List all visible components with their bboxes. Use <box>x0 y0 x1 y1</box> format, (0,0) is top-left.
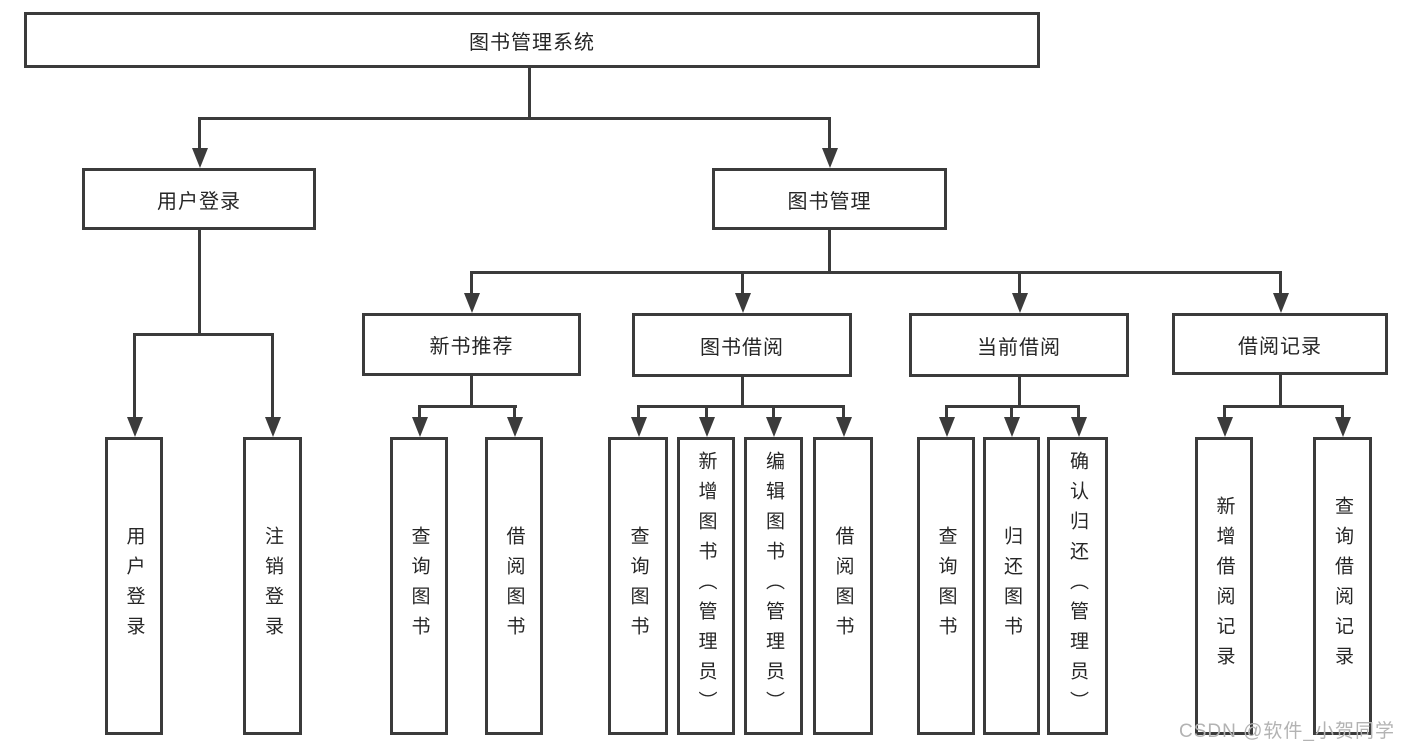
node-book-borrowing: 图书借阅 <box>632 313 852 377</box>
arrow-down-icon <box>1018 271 1021 293</box>
leaf-label: 用户登录 <box>123 526 145 646</box>
connector-line <box>198 230 201 335</box>
leaf-label: 查询图书 <box>627 526 649 646</box>
leaf-return-books: 归还图书 <box>983 437 1040 735</box>
arrow-down-icon <box>705 405 708 417</box>
connector-line <box>741 377 744 408</box>
connector-line <box>470 271 1281 274</box>
arrow-down-icon <box>513 405 516 417</box>
leaf-label: 查询图书 <box>408 526 430 646</box>
leaf-label: 确认归还（管理员） <box>1067 451 1088 721</box>
arrow-down-icon <box>1279 271 1282 293</box>
leaf-label: 借阅图书 <box>503 526 525 646</box>
connector-line <box>470 376 473 408</box>
connector-line <box>1279 375 1282 408</box>
arrow-down-icon <box>741 271 744 293</box>
leaf-label: 新增借阅记录 <box>1213 496 1235 676</box>
arrow-down-icon <box>418 405 421 417</box>
arrow-down-icon <box>637 405 640 417</box>
watermark: CSDN @软件_小贺同学 <box>1179 721 1395 742</box>
arrow-down-icon <box>470 271 473 293</box>
connector-line <box>133 333 274 336</box>
node-user-login: 用户登录 <box>82 168 316 230</box>
leaf-borrow-books: 借阅图书 <box>813 437 873 735</box>
arrow-down-icon <box>945 405 948 417</box>
leaf-label: 查询借阅记录 <box>1332 496 1353 676</box>
leaf-label: 注销登录 <box>262 526 283 646</box>
connector-line <box>198 117 831 120</box>
connector-line <box>1018 377 1021 408</box>
connector-line <box>528 68 531 118</box>
leaf-label: 归还图书 <box>1001 526 1022 646</box>
leaf-borrow-books: 借阅图书 <box>485 437 543 735</box>
arrow-down-icon <box>1077 405 1080 417</box>
leaf-edit-book-admin: 编辑图书（管理员） <box>744 437 803 735</box>
leaf-add-book-admin: 新增图书（管理员） <box>677 437 735 735</box>
arrow-down-icon <box>1341 405 1344 417</box>
arrow-down-icon <box>271 333 274 417</box>
leaf-label: 编辑图书（管理员） <box>763 451 784 721</box>
leaf-label: 借阅图书 <box>832 526 854 646</box>
leaf-query-books: 查询图书 <box>390 437 448 735</box>
connector-line <box>1223 405 1344 408</box>
node-book-management: 图书管理 <box>712 168 947 230</box>
leaf-label: 新增图书（管理员） <box>695 451 717 721</box>
arrow-down-icon <box>1223 405 1226 417</box>
node-new-book-recommendation: 新书推荐 <box>362 313 581 376</box>
leaf-logout: 注销登录 <box>243 437 302 735</box>
connector-line <box>637 405 845 408</box>
leaf-query-borrow-record: 查询借阅记录 <box>1313 437 1372 735</box>
node-root: 图书管理系统 <box>24 12 1040 68</box>
arrow-down-icon <box>133 333 136 417</box>
leaf-add-borrow-record: 新增借阅记录 <box>1195 437 1253 735</box>
leaf-query-books: 查询图书 <box>917 437 975 735</box>
connector-line <box>418 405 517 408</box>
node-borrowing-records: 借阅记录 <box>1172 313 1388 375</box>
connector-line <box>828 230 831 274</box>
leaf-query-books: 查询图书 <box>608 437 668 735</box>
arrow-down-icon <box>828 117 831 148</box>
leaf-confirm-return-admin: 确认归还（管理员） <box>1047 437 1108 735</box>
leaf-label: 查询图书 <box>935 526 957 646</box>
arrow-down-icon <box>1010 405 1013 417</box>
arrow-down-icon <box>772 405 775 417</box>
node-current-borrowing: 当前借阅 <box>909 313 1129 377</box>
arrow-down-icon <box>198 117 201 148</box>
leaf-user-login: 用户登录 <box>105 437 163 735</box>
arrow-down-icon <box>842 405 845 417</box>
